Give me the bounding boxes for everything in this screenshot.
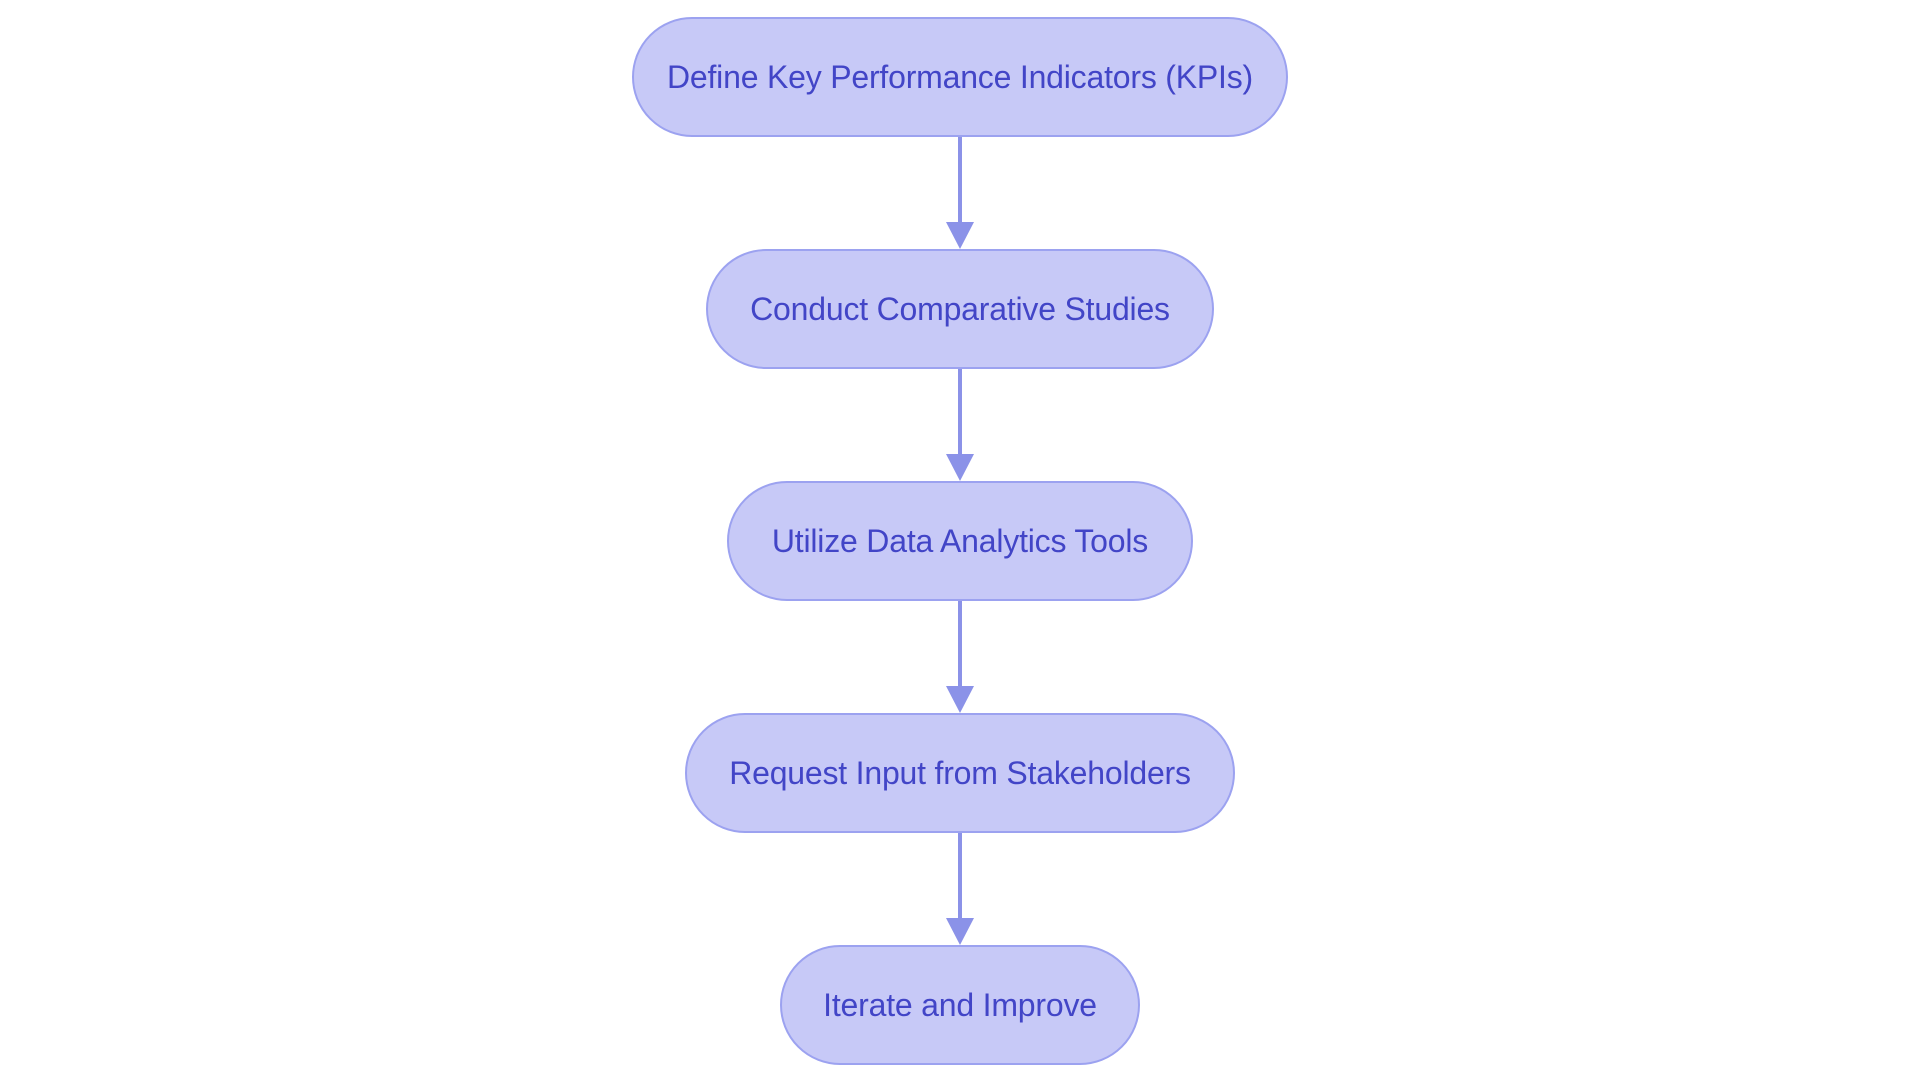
arrow-line xyxy=(958,369,962,455)
node-iterate-improve: Iterate and Improve xyxy=(780,945,1140,1065)
node-utilize-data-analytics: Utilize Data Analytics Tools xyxy=(727,481,1193,601)
node-request-stakeholder-input-label: Request Input from Stakeholders xyxy=(729,754,1191,791)
node-utilize-data-analytics-label: Utilize Data Analytics Tools xyxy=(771,522,1149,559)
connector-arrow-3 xyxy=(946,601,974,713)
arrowhead-down-icon xyxy=(946,686,974,713)
node-request-stakeholder-input: Request Input from Stakeholders xyxy=(685,713,1235,833)
node-conduct-comparative-studies-label: Conduct Comparative Studies xyxy=(750,290,1170,327)
node-conduct-comparative-studies: Conduct Comparative Studies xyxy=(706,249,1214,369)
node-iterate-improve-label: Iterate and Improve xyxy=(823,986,1097,1023)
arrow-line xyxy=(958,833,962,919)
arrowhead-down-icon xyxy=(946,918,974,945)
node-define-kpis: Define Key Performance Indicators (KPIs) xyxy=(632,17,1288,137)
connector-arrow-2 xyxy=(946,369,974,481)
arrowhead-down-icon xyxy=(946,222,974,249)
connector-arrow-4 xyxy=(946,833,974,945)
arrow-line xyxy=(958,601,962,687)
arrowhead-down-icon xyxy=(946,454,974,481)
connector-arrow-1 xyxy=(946,137,974,249)
node-define-kpis-label: Define Key Performance Indicators (KPIs) xyxy=(666,58,1254,95)
arrow-line xyxy=(958,137,962,223)
